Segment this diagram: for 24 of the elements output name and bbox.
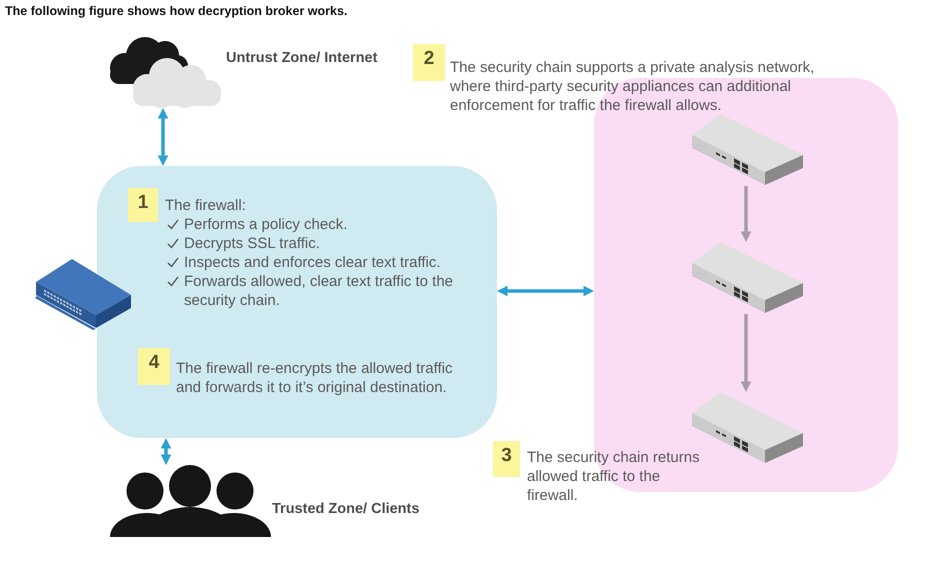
arrow: [740, 186, 752, 242]
list-heading: The firewall:: [165, 196, 247, 215]
figure-title: The following figure shows how decryption broker works.: [5, 3, 348, 20]
step-number-note: 3: [493, 441, 520, 477]
double-headed-arrow: [160, 438, 172, 465]
people-group-drawing: [110, 465, 271, 537]
double-headed-arrow: [158, 108, 168, 166]
checklist-item: Inspects and enforces clear text traffic.: [184, 253, 441, 272]
step-description: The security chain returns allowed traffic to the firewall.: [527, 448, 701, 505]
checklist-item: Decrypts SSL traffic.: [184, 234, 320, 253]
arrow: [740, 314, 752, 392]
network-switch-drawing: [690, 114, 804, 186]
double-headed-arrow: [497, 286, 594, 296]
checklist-item: Performs a policy check.: [184, 215, 348, 234]
step-number-note: 4: [138, 348, 170, 385]
step-description: The firewall re-encrypts the allowed traffic and forwards it to it’s original destination.: [176, 359, 454, 397]
checklist-item: Forwards allowed, clear text traffic to the security chain.: [184, 272, 454, 310]
step-number-note: 1: [128, 188, 158, 222]
zone-label: Untrust Zone/ Internet: [226, 49, 378, 67]
firewall-zone: [97, 166, 497, 438]
step-description: The security chain supports a private analysis network, where third-party security appliances can additional enforcement for traffic the firewall allows.: [450, 58, 816, 115]
zone-label: Trusted Zone/ Clients: [272, 500, 420, 518]
step-number-note: 2: [413, 44, 445, 81]
network-switch-drawing: [690, 242, 804, 314]
